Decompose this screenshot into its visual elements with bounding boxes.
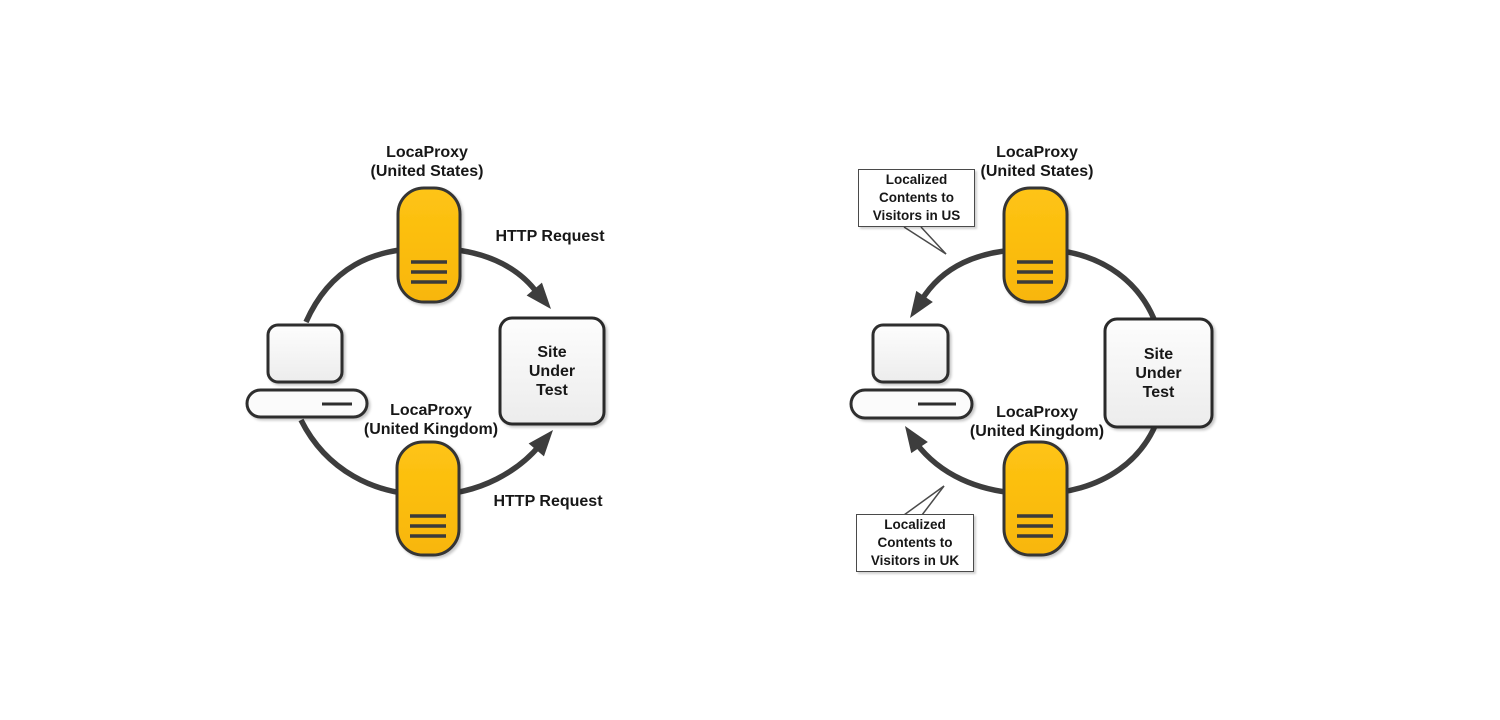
label-line: (United Kingdom) <box>363 421 499 438</box>
label-line: (United Kingdom) <box>969 423 1105 440</box>
label-line: HTTP Request <box>493 493 603 510</box>
laptop-icon-right <box>849 323 974 420</box>
label-locaproxy-us-right: LocaProxy (United States) <box>981 143 1094 181</box>
label-line: LocaProxy <box>996 144 1078 161</box>
label-line: Test <box>536 381 568 399</box>
label-line: Localized <box>885 172 948 187</box>
site-under-test-label-right: Site Under Test <box>1105 319 1212 427</box>
label-line: Under <box>1135 364 1182 382</box>
label-line: Site <box>1143 345 1174 363</box>
site-under-test-box-left <box>498 316 606 426</box>
arrowhead-right-top <box>910 290 933 318</box>
callout-tail-us <box>903 226 947 255</box>
label-line: Test <box>1142 383 1175 401</box>
arrowhead-right-bottom <box>905 426 928 454</box>
callout-tail-uk <box>903 485 945 516</box>
callout-localized-uk: Localized Contents to Visitors in UK <box>856 514 974 572</box>
label-line: (United States) <box>370 163 484 180</box>
server-icon-uk-left <box>395 440 461 557</box>
label-line: Visitors in US <box>872 208 961 223</box>
right-diagram <box>849 186 1214 557</box>
arrowhead-left-bottom <box>528 430 553 457</box>
site-under-test-box-right <box>1103 317 1214 429</box>
label-line: HTTP Request <box>495 228 605 245</box>
label-line: Site <box>537 343 567 361</box>
label-line: Visitors in UK <box>870 553 960 568</box>
label-http-request-bottom: HTTP Request <box>493 492 602 511</box>
laptop-icon-left <box>245 323 369 419</box>
label-line: Localized <box>884 517 946 532</box>
site-under-test-label-left: Site Under Test <box>500 318 604 424</box>
callout-localized-us: Localized Contents to Visitors in US <box>858 169 975 227</box>
label-line: (United States) <box>980 163 1094 180</box>
label-line: LocaProxy <box>996 404 1078 421</box>
label-line: Under <box>528 362 576 380</box>
label-locaproxy-uk-right: LocaProxy (United Kingdom) <box>970 403 1104 441</box>
server-icon-us-right <box>1002 186 1069 304</box>
server-icon-us-left <box>396 186 462 304</box>
label-line: Contents to <box>879 190 954 205</box>
label-line: LocaProxy <box>390 402 472 419</box>
label-locaproxy-us-left: LocaProxy (United States) <box>371 143 484 181</box>
label-http-request-top: HTTP Request <box>495 227 604 246</box>
left-diagram <box>245 186 606 557</box>
label-line: Contents to <box>877 535 953 550</box>
label-line: LocaProxy <box>386 144 468 161</box>
arrowhead-left-top <box>526 282 551 309</box>
server-icon-uk-right <box>1002 440 1069 557</box>
label-locaproxy-uk-left: LocaProxy (United Kingdom) <box>364 401 498 439</box>
